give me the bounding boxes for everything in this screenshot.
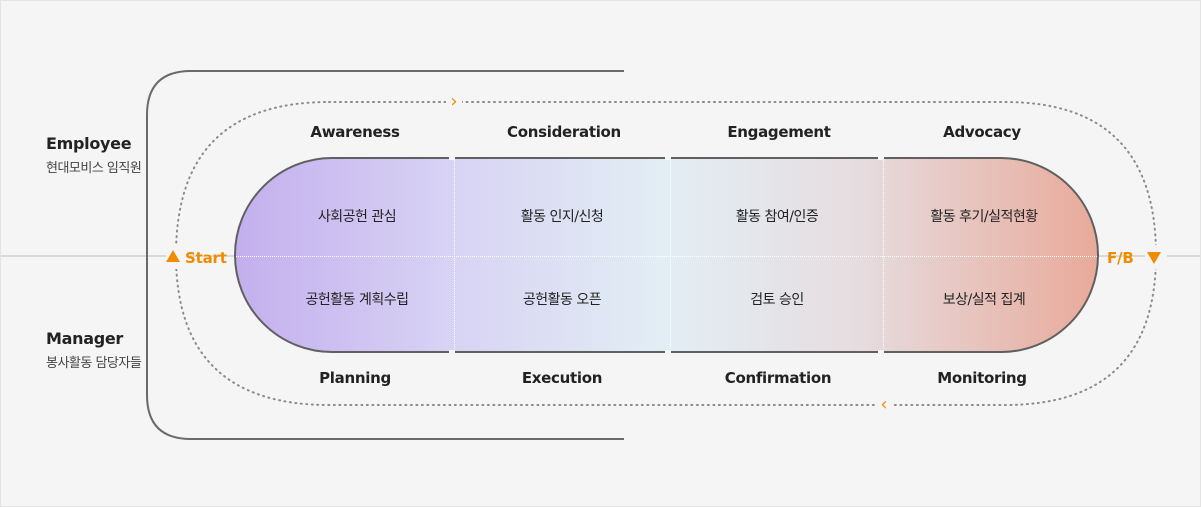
manager-step-3: 검토 승인: [750, 292, 804, 308]
manager-step-2: 공헌활동 오픈: [522, 292, 602, 308]
stage-top-3: Engagement: [727, 123, 831, 141]
employee-step-2: 활동 인지/신청: [520, 209, 604, 225]
chevron-right-icon: ›: [446, 93, 462, 111]
stage-bottom-3: Confirmation: [724, 369, 832, 387]
cycle-loop-dotted: [174, 101, 1158, 406]
role-manager: Manager 봉사활동 담당자들: [46, 329, 142, 371]
manager-step-4: 보상/실적 집계: [942, 292, 1026, 308]
pill-top-gap-2: [665, 155, 671, 160]
pill-top-gap-1: [449, 155, 455, 160]
start-label: Start: [185, 249, 227, 267]
role-manager-title: Manager: [46, 329, 124, 348]
pill-divider-2: [670, 159, 671, 351]
stage-bottom-4: Monitoring: [937, 369, 1027, 387]
feedback-label: F/B: [1107, 249, 1134, 267]
journey-pill: 사회공헌 관심 활동 인지/신청 활동 참여/인증 활동 후기/실적현황 공헌활…: [234, 157, 1099, 353]
pill-bottom-gap-1: [449, 350, 455, 355]
role-bracket: [146, 70, 624, 440]
stage-top-2: Consideration: [507, 123, 621, 141]
pill-top-gap-3: [878, 155, 884, 160]
stage-top-4: Advocacy: [943, 123, 1021, 141]
employee-step-4: 활동 후기/실적현황: [930, 209, 1038, 225]
role-employee: Employee 현대모비스 임직원: [46, 134, 142, 176]
employee-step-1: 사회공헌 관심: [317, 209, 397, 225]
pill-divider-1: [454, 159, 455, 351]
role-manager-subtitle: 봉사활동 담당자들: [46, 356, 142, 371]
pill-center-divider: [236, 256, 1097, 257]
stage-top-1: Awareness: [310, 123, 400, 141]
pill-bottom-gap-3: [878, 350, 884, 355]
manager-step-1: 공헌활동 계획수립: [305, 292, 410, 308]
stage-bottom-1: Planning: [319, 369, 391, 387]
role-employee-title: Employee: [46, 134, 132, 153]
pill-bottom-gap-2: [665, 350, 671, 355]
triangle-up-icon: [166, 250, 180, 262]
employee-step-3: 활동 참여/인증: [735, 209, 819, 225]
triangle-down-icon: [1147, 252, 1161, 264]
pill-divider-3: [883, 159, 884, 351]
role-employee-subtitle: 현대모비스 임직원: [46, 161, 142, 176]
chevron-left-icon: ‹: [876, 396, 892, 414]
stage-bottom-2: Execution: [521, 369, 603, 387]
